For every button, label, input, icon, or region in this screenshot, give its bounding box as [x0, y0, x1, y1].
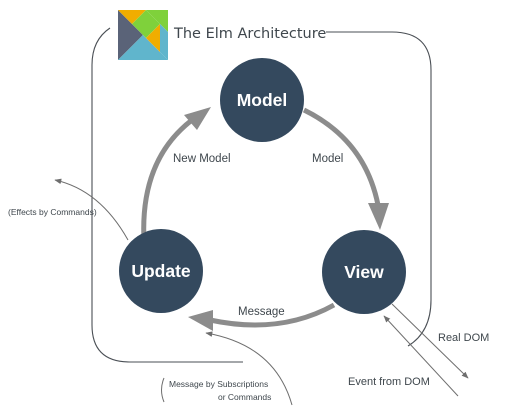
node-update: Update — [119, 229, 203, 313]
arrow-view-to-update-head — [188, 310, 213, 331]
arrow-real-dom — [391, 303, 469, 379]
arrow-effects — [54, 178, 129, 241]
label-real-dom: Real DOM — [438, 332, 489, 344]
edge-label-model: Model — [312, 153, 343, 165]
node-update-label: Update — [131, 261, 191, 281]
arrow-subscriptions — [205, 331, 293, 406]
edge-label-new-model: New Model — [173, 153, 231, 165]
frame-border-right — [326, 31, 432, 347]
edge-label-message: Message — [238, 306, 285, 318]
logo-piece-slate — [118, 10, 143, 60]
label-event-from-dom: Event from DOM — [348, 376, 430, 388]
label-effects: (Effects by Commands) — [8, 207, 97, 217]
arrow-model-to-view-head — [368, 203, 389, 230]
elm-logo — [118, 10, 168, 60]
label-subscriptions-line1: Message by Subscriptions — [169, 379, 268, 389]
label-subscriptions-line2: or Commands — [218, 392, 271, 402]
subscriptions-bracket — [161, 377, 165, 403]
arrow-update-to-model — [141, 118, 194, 241]
logo-piece-orange-small — [146, 24, 160, 52]
arrow-update-to-model-head — [184, 107, 211, 130]
node-model: Model — [220, 58, 304, 142]
arrow-model-to-view — [302, 107, 381, 206]
frame-border — [91, 27, 243, 363]
logo-piece-orange — [118, 10, 146, 24]
node-view: View — [322, 230, 406, 314]
node-model-label: Model — [237, 90, 288, 110]
node-view-label: View — [344, 262, 384, 282]
arrow-view-to-update — [209, 302, 336, 328]
logo-piece-blue — [118, 35, 168, 60]
diagram-title: The Elm Architecture — [173, 26, 326, 42]
arrow-event-from-dom — [383, 315, 459, 397]
logo-piece-blue-right — [160, 24, 168, 60]
